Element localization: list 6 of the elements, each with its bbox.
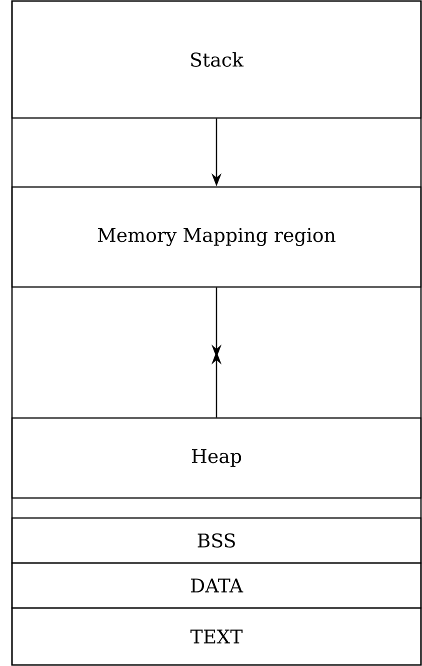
memory-segment: TEXT <box>11 607 422 666</box>
memory-segment: DATA <box>11 562 422 609</box>
memory-segment: BSS <box>11 517 422 564</box>
memory-segment: Heap <box>11 417 422 499</box>
memory-segment: Memory Mapping region <box>11 186 422 288</box>
memory-segment: Stack <box>11 0 422 119</box>
